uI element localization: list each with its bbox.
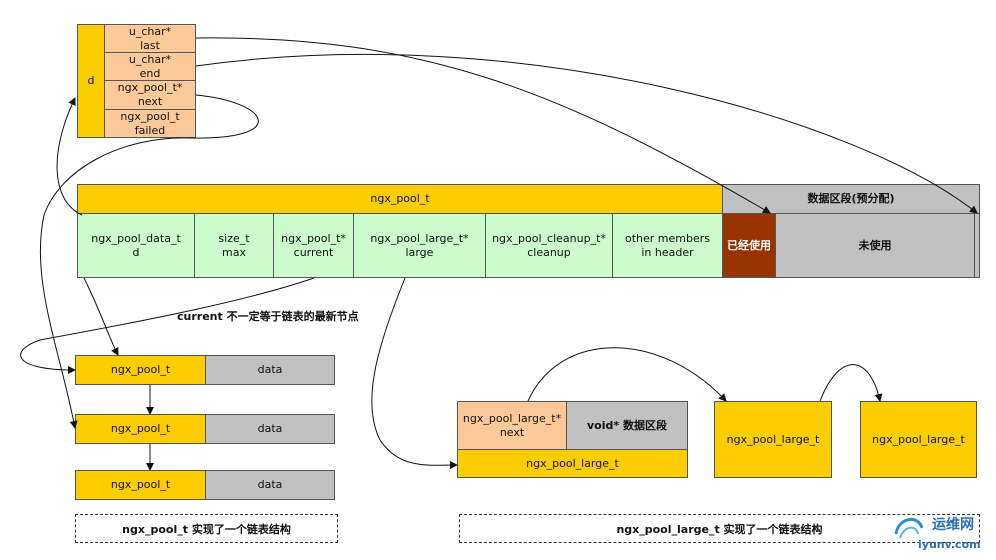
cell-other-name: in header	[641, 245, 694, 259]
cell-cleanup-type: ngx_pool_cleanup_t*	[492, 231, 606, 245]
pool-data-d-box: d	[77, 24, 105, 138]
chain-node-3-data: data	[205, 470, 335, 500]
large-node-3-label: ngx_pool_large_t	[872, 432, 965, 446]
cell-large-name: large	[405, 245, 434, 259]
chain-node-3-label: ngx_pool_t	[110, 478, 171, 491]
field-end-name: end	[139, 66, 161, 80]
chain-node-1: ngx_pool_t	[75, 355, 206, 385]
watermark-swirl-icon	[892, 512, 926, 546]
cell-max-name: max	[222, 245, 246, 259]
cell-max-type: size_t	[218, 231, 250, 245]
chain-node-1-data-label: data	[257, 363, 283, 376]
last-pointer-arrow	[195, 37, 771, 214]
large-chain-caption: ngx_pool_large_t 实现了一个链表结构	[459, 514, 980, 543]
pool-data-title-text: 数据区段(预分配)	[807, 192, 895, 205]
large-pointer-arrow	[371, 277, 458, 470]
d-cell-chain-arrow	[83, 277, 119, 356]
cell-other-type: other members	[624, 231, 710, 245]
cell-cleanup: ngx_pool_cleanup_t*cleanup	[485, 213, 613, 278]
field-next-name: next	[137, 95, 163, 108]
large-first-alloc-label: void* 数据区段	[587, 418, 667, 432]
large-first-next-type: ngx_pool_large_t*	[462, 411, 562, 425]
large-first-label-box: ngx_pool_large_t	[457, 449, 688, 478]
used-region-label: 已经使用	[727, 238, 771, 252]
large-next-1-arrow	[527, 347, 727, 402]
large-first-label: ngx_pool_large_t	[526, 456, 619, 470]
chain-node-2: ngx_pool_t	[75, 414, 206, 444]
end-pointer-arrow	[195, 53, 978, 214]
chain-node-3: ngx_pool_t	[75, 470, 206, 500]
pool-data-d-label: d	[87, 74, 95, 87]
field-next: ngx_pool_t*next	[104, 80, 196, 110]
current-pointer-arrow	[20, 277, 315, 374]
large-node-2: ngx_pool_large_t	[714, 401, 832, 478]
chain-node-2-data: data	[205, 414, 335, 444]
unused-region-label: 未使用	[858, 238, 892, 252]
cell-current-type: ngx_pool_t*	[281, 231, 346, 245]
large-first-next-name: next	[499, 425, 525, 439]
d-backlink-arrow	[56, 97, 83, 216]
chain-node-2-label: ngx_pool_t	[110, 422, 171, 435]
next-pointer-curve	[39, 94, 259, 429]
chain-node-1-label: ngx_pool_t	[110, 363, 171, 376]
cell-d-name: d	[132, 245, 140, 259]
field-end-type: u_char*	[128, 52, 172, 66]
large-first-alloc: void* 数据区段	[566, 401, 688, 450]
chain-node-1-data: data	[205, 355, 335, 385]
large-first-next: ngx_pool_large_t*next	[457, 401, 567, 450]
cell-large: ngx_pool_large_t*large	[353, 213, 486, 278]
large-next-2-arrow	[819, 364, 883, 402]
pool-header-title-text: ngx_pool_t	[370, 192, 430, 205]
pool-chain-caption: ngx_pool_t 实现了一个链表结构	[75, 514, 338, 543]
field-failed-type: ngx_pool_t	[120, 109, 180, 123]
field-last-type: u_char*	[128, 24, 172, 38]
current-note: current 不一定等于链表的最新节点	[177, 310, 359, 323]
unused-region: 未使用	[775, 213, 975, 278]
large-node-2-label: ngx_pool_large_t	[726, 432, 820, 446]
field-end: u_char*end	[104, 52, 196, 81]
chain-node-3-data-label: data	[257, 478, 283, 491]
chain-node-2-data-label: data	[257, 422, 283, 435]
field-failed-name: failed	[134, 123, 166, 137]
field-last-name: last	[140, 38, 160, 52]
cell-large-type: ngx_pool_large_t*	[370, 231, 469, 245]
cell-cleanup-name: cleanup	[527, 245, 571, 259]
cell-d-type: ngx_pool_data_t	[91, 231, 181, 245]
large-node-3: ngx_pool_large_t	[860, 401, 977, 478]
cell-current-name: current	[293, 245, 334, 259]
field-next-type: ngx_pool_t*	[117, 81, 183, 94]
watermark-title: 运维网	[932, 517, 974, 533]
watermark-url: iyunv.com	[918, 538, 981, 551]
